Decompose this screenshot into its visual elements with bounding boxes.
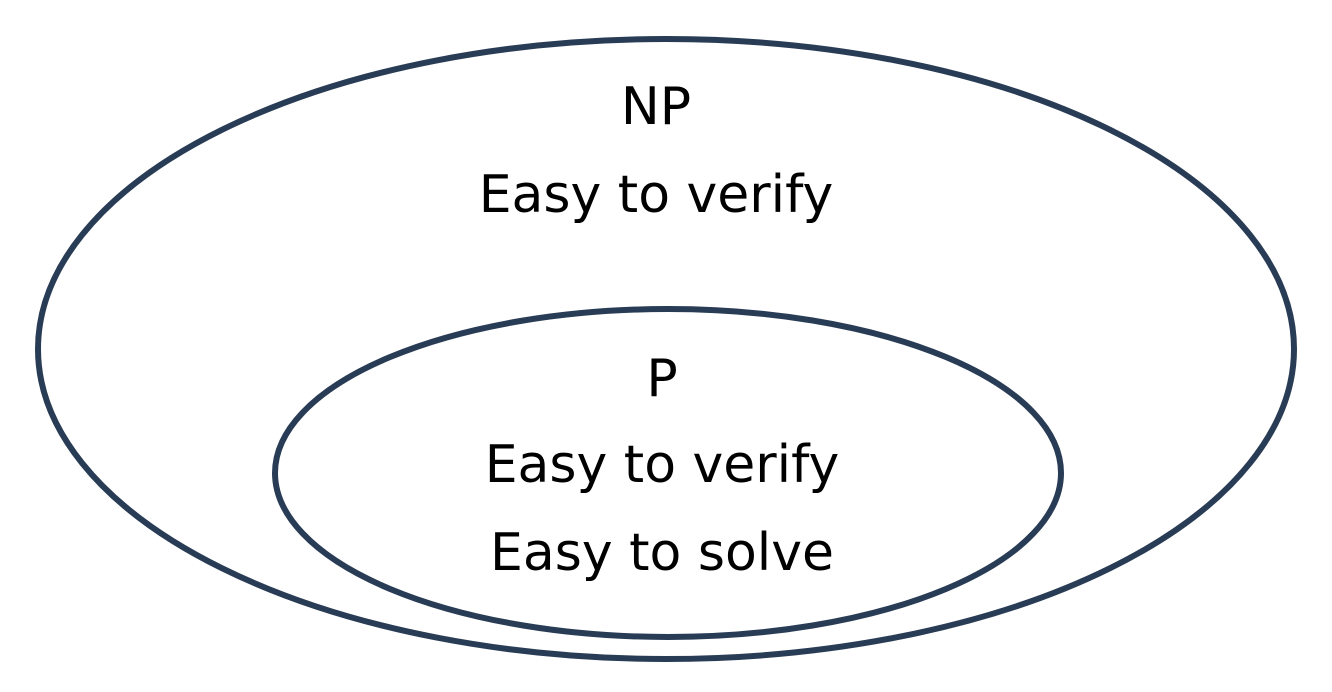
p-description-line-1: Easy to verify xyxy=(485,435,840,495)
p-description-line-2: Easy to solve xyxy=(490,523,834,583)
np-set-ellipse xyxy=(35,36,1297,662)
np-label: NP xyxy=(621,77,691,137)
np-description-line-1: Easy to verify xyxy=(479,165,834,225)
p-label: P xyxy=(646,349,677,409)
p-set-ellipse xyxy=(272,306,1064,640)
